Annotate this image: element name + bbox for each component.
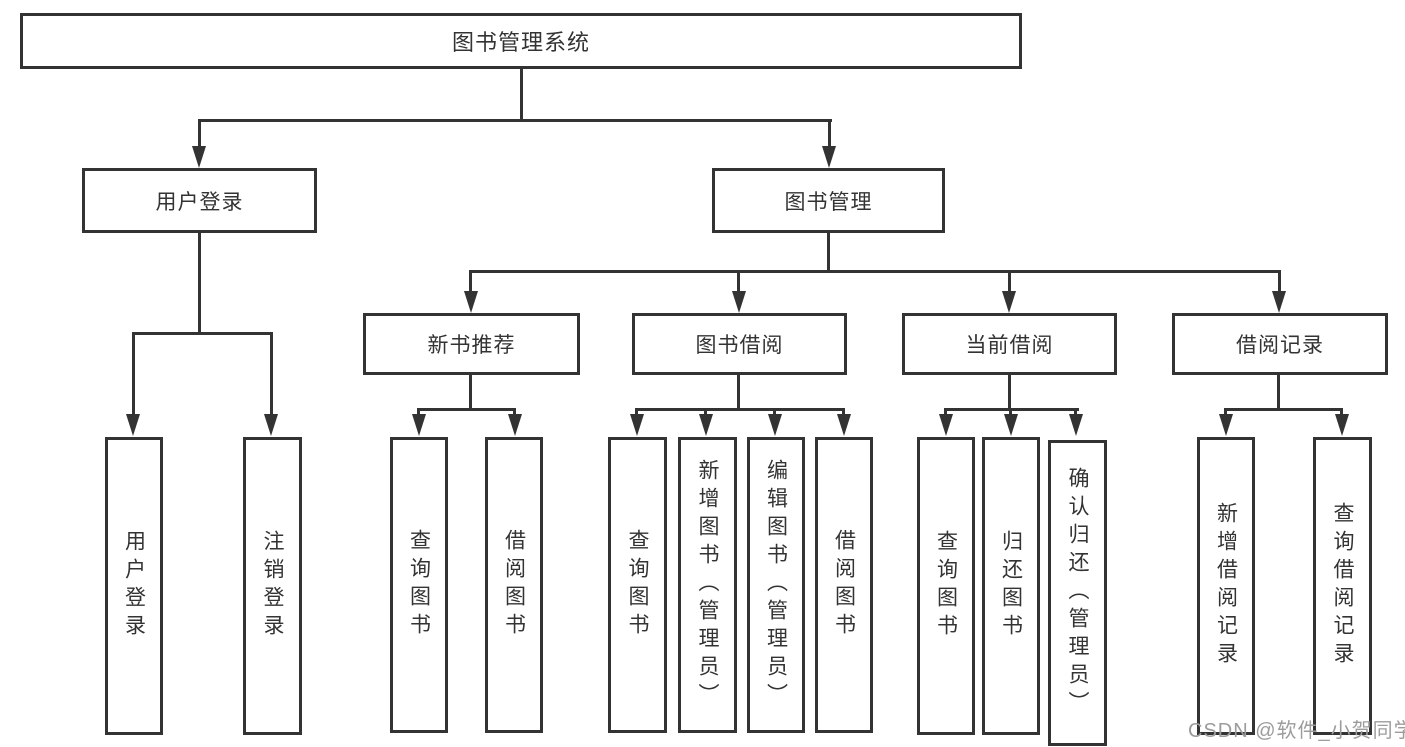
leaf-query-borrow-record: 查询借阅记录 <box>1313 437 1372 735</box>
connector-line <box>270 332 273 416</box>
leaf-add-book-admin: 新增图书（管理员） <box>678 437 737 733</box>
connector-line <box>704 408 707 417</box>
connector-line <box>417 408 420 417</box>
arrow-down-icon <box>464 291 478 313</box>
leaf-query-books-recommend: 查询图书 <box>390 437 448 733</box>
connector-line <box>1008 375 1011 411</box>
connector-line <box>520 67 523 122</box>
connector-line <box>198 233 201 335</box>
node-label: 借阅图书 <box>502 529 526 641</box>
node-book-management: 图书管理 <box>712 168 945 233</box>
node-label: 图书管理系统 <box>451 30 590 55</box>
node-label: 借阅图书 <box>832 529 856 641</box>
arrow-down-icon <box>1272 291 1286 313</box>
connector-line <box>635 408 845 411</box>
leaf-logout-login: 注销登录 <box>243 437 302 735</box>
connector-line <box>1008 270 1011 294</box>
node-label: 确认归还（管理员） <box>1066 467 1089 719</box>
node-label: 查询借阅记录 <box>1331 502 1354 670</box>
connector-line <box>198 119 832 122</box>
node-current-borrowing: 当前借阅 <box>902 313 1117 375</box>
connector-line <box>737 270 740 294</box>
arrow-down-icon <box>1069 414 1083 436</box>
connector-line <box>828 119 831 149</box>
connector-line <box>132 332 273 335</box>
connector-line <box>469 270 472 294</box>
leaf-return-books: 归还图书 <box>982 437 1040 735</box>
connector-line <box>1074 408 1077 417</box>
node-label: 新增借阅记录 <box>1214 502 1238 670</box>
connector-line <box>1224 408 1227 417</box>
node-label: 归还图书 <box>999 530 1023 642</box>
arrow-down-icon <box>822 146 836 168</box>
node-user-login: 用户登录 <box>82 168 317 233</box>
node-label: 借阅记录 <box>1236 334 1324 357</box>
arrow-down-icon <box>412 414 426 436</box>
node-new-book-recommendation: 新书推荐 <box>363 313 580 375</box>
arrow-down-icon <box>630 414 644 436</box>
node-label: 当前借阅 <box>965 334 1054 357</box>
connector-line <box>132 332 135 416</box>
leaf-edit-book-admin: 编辑图书（管理员） <box>747 437 805 733</box>
leaf-user-login: 用户登录 <box>105 437 163 735</box>
arrow-down-icon <box>768 414 782 436</box>
connector-line <box>1277 375 1280 411</box>
node-label: 查询图书 <box>626 529 649 641</box>
arrow-down-icon <box>699 414 713 436</box>
leaf-query-books-borrowing: 查询图书 <box>608 437 667 733</box>
connector-line <box>417 408 516 411</box>
arrow-down-icon <box>126 414 140 436</box>
arrow-down-icon <box>1002 291 1016 313</box>
node-label: 新增图书（管理员） <box>696 459 719 711</box>
leaf-add-borrow-record: 新增借阅记录 <box>1197 437 1255 735</box>
connector-line <box>827 233 830 273</box>
node-label: 用户登录 <box>155 190 244 214</box>
connector-line <box>1224 408 1343 411</box>
node-book-borrowing: 图书借阅 <box>632 313 847 375</box>
connector-line <box>1340 408 1343 417</box>
arrow-down-icon <box>939 414 953 436</box>
arrow-down-icon <box>508 414 522 436</box>
connector-line <box>773 408 776 417</box>
connector-line <box>469 375 472 411</box>
watermark: CSDN @软件_小贺同学 <box>1188 720 1405 742</box>
node-label: 图书管理 <box>784 190 873 214</box>
leaf-confirm-return-admin: 确认归还（管理员） <box>1048 440 1107 746</box>
connector-line <box>513 408 516 417</box>
node-label: 注销登录 <box>261 530 284 642</box>
arrow-down-icon <box>1219 414 1233 436</box>
connector-line <box>198 119 201 149</box>
node-root: 图书管理系统 <box>20 13 1022 69</box>
node-label: 编辑图书（管理员） <box>764 459 788 711</box>
node-label: 图书借阅 <box>695 334 784 357</box>
node-label: 查询图书 <box>407 529 431 641</box>
connector-line <box>469 270 1281 273</box>
connector-line <box>1278 270 1281 294</box>
arrow-down-icon <box>192 146 206 168</box>
connector-line <box>842 408 845 417</box>
arrow-down-icon <box>732 291 746 313</box>
leaf-query-books-current: 查询图书 <box>917 437 975 735</box>
node-label: 新书推荐 <box>427 334 516 357</box>
leaf-borrow-books-borrowing: 借阅图书 <box>815 437 873 733</box>
arrow-down-icon <box>1335 414 1349 436</box>
arrow-down-icon <box>1004 414 1018 436</box>
arrow-down-icon <box>264 414 278 436</box>
connector-line <box>737 375 740 411</box>
node-label: 用户登录 <box>122 530 146 642</box>
node-label: 查询图书 <box>934 530 958 642</box>
connector-line <box>1009 408 1012 417</box>
node-borrowing-records: 借阅记录 <box>1172 313 1388 375</box>
connector-line <box>635 408 638 417</box>
leaf-borrow-books-recommend: 借阅图书 <box>485 437 543 733</box>
arrow-down-icon <box>837 414 851 436</box>
connector-line <box>944 408 947 417</box>
